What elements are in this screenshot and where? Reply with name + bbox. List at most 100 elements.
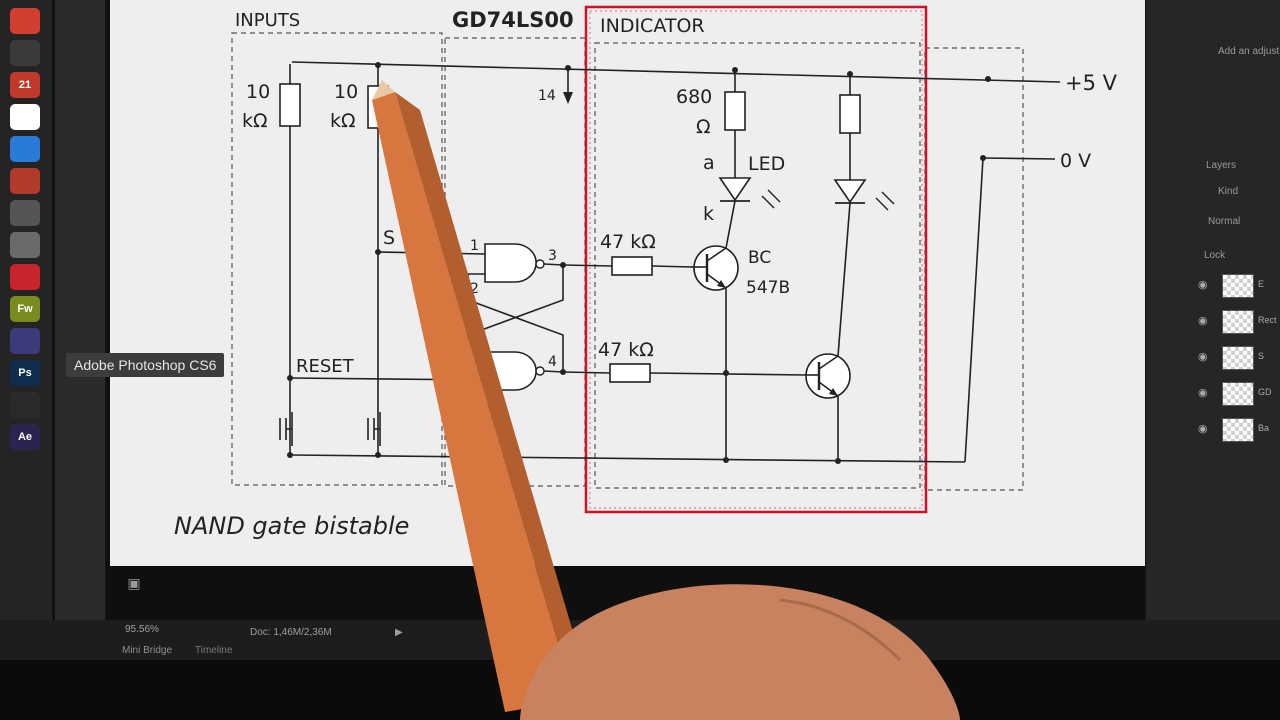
reset-pushbutton (279, 412, 293, 446)
layer-name: GD (1258, 387, 1272, 397)
document-icon[interactable] (10, 104, 40, 130)
pin14-label: 14 (538, 88, 556, 104)
indicator-label: INDICATOR (600, 15, 705, 37)
camera-icon[interactable] (10, 40, 40, 66)
acrobat-icon[interactable] (10, 264, 40, 290)
vzero-node (980, 155, 986, 161)
ground-rail (291, 454, 966, 463)
layer-name: E (1258, 279, 1265, 289)
photoshop-tooltip: Adobe Photoshop CS6 (66, 353, 225, 377)
kind-filter[interactable]: Kind (1218, 186, 1239, 197)
layer-name: Rect (1258, 315, 1277, 325)
reset-wire (289, 377, 486, 381)
fireworks-icon[interactable]: Fw (10, 296, 40, 322)
calendar-icon[interactable]: 21 (10, 72, 40, 98)
pin2-label: 2 (470, 281, 479, 297)
input-resistor-2 (367, 85, 389, 129)
set-label: S (383, 227, 395, 249)
transistor-1 (693, 245, 739, 291)
tools-panel: ✥ ⬚ ◌ ✦ ⌗ ✎ ✚ ✏ ⊥ ↺ ▱ ▤ ● ▭ ✋ ⌕ ◍ ▣ (55, 0, 153, 660)
vzero-label: 0 V (1060, 150, 1091, 172)
base-resistor-1-label: 47 kΩ (600, 231, 656, 253)
cathode-label: k (703, 203, 714, 225)
r2-value: 10 (334, 81, 358, 103)
layer-thumbnail (1222, 382, 1254, 406)
layers-panel: Add an adjust Layers Kind Normal Lock (1145, 0, 1280, 660)
base-resistor-2 (609, 363, 651, 383)
blend-mode-select[interactable]: Normal (1208, 216, 1241, 227)
status-menu-arrow-icon[interactable]: ▶ (395, 627, 403, 638)
visibility-eye-icon[interactable]: ◉ (1198, 315, 1208, 327)
circuit-schematic: INPUTS GD74LS00 INDICATOR 10 kΩ 10 kΩ 14… (174, 5, 1118, 540)
layer-thumbnail (1222, 310, 1254, 334)
layer-thumbnail (1222, 346, 1254, 370)
led-resistor-1 (724, 91, 746, 131)
visibility-eye-icon[interactable]: ◉ (1198, 423, 1208, 435)
chrome-icon[interactable] (10, 8, 40, 34)
vplus-label: +5 V (1065, 71, 1118, 95)
layer-row[interactable]: ◉ Rect (1190, 306, 1280, 338)
r3-value: 680 (676, 86, 712, 108)
transistor-type-line1: BC (748, 248, 771, 268)
firefox-icon[interactable] (10, 136, 40, 162)
layer-row[interactable]: ◉ Ba (1190, 414, 1280, 446)
layers-tab[interactable]: Layers (1206, 160, 1237, 171)
trash-icon[interactable] (10, 392, 40, 418)
settings-icon[interactable] (10, 232, 40, 258)
base-resistor-2-label: 47 kΩ (598, 339, 654, 361)
anode-label: a (703, 152, 715, 174)
layer-row[interactable]: ◉S (1190, 342, 1280, 374)
vplus-rail (291, 61, 1061, 83)
transistor-type-line2: 547B (746, 278, 790, 298)
visibility-eye-icon[interactable]: ◉ (1198, 351, 1208, 363)
document-canvas[interactable]: INPUTS GD74LS00 INDICATOR 10 kΩ 10 kΩ 14… (110, 0, 1145, 566)
led-2 (833, 179, 867, 204)
lock-label: Lock (1204, 250, 1226, 261)
nand-gate-2 (484, 351, 537, 391)
r1-value: 10 (246, 81, 270, 103)
photoshop-icon[interactable]: Ps (10, 360, 40, 386)
after-effects-icon[interactable]: Ae (10, 424, 40, 450)
flashlight-icon[interactable] (10, 168, 40, 194)
input-resistor-1 (279, 83, 301, 127)
visibility-eye-icon[interactable]: ◉ (1198, 387, 1208, 399)
chip-label: GD74LS00 (452, 8, 574, 32)
set-wire (377, 251, 486, 255)
adjustments-label: Add an adjust (1218, 46, 1280, 57)
inputs-label: INPUTS (235, 10, 300, 31)
transistor-2 (805, 353, 851, 399)
layer-name: Ba (1258, 423, 1270, 433)
screen-mode-icon[interactable]: ▣ (127, 574, 141, 591)
vzero-lead (982, 157, 1056, 160)
indesign-icon[interactable] (10, 328, 40, 354)
layer-thumbnail (1222, 274, 1254, 298)
pin1-label: 1 (470, 238, 479, 254)
r2-unit: kΩ (330, 110, 356, 132)
led-label: LED (748, 153, 785, 175)
base-resistor-1 (611, 256, 653, 276)
ground-riser (964, 157, 984, 463)
monitor-bezel (0, 660, 1280, 720)
zoom-level[interactable]: 95.56% (125, 624, 159, 635)
layer-row[interactable]: ◉ GD (1190, 378, 1280, 410)
pin4-label: 4 (548, 354, 557, 370)
indicator-inner-dotted (589, 10, 923, 509)
visibility-eye-icon[interactable]: ◉ (1198, 279, 1208, 291)
vplus-node (985, 76, 991, 82)
reset-label: RESET (296, 356, 355, 377)
pin3-label: 3 (548, 248, 557, 264)
photos-icon[interactable] (10, 200, 40, 226)
caption: NAND gate bistable (174, 512, 409, 540)
led-resistor-2 (839, 94, 861, 134)
layer-name: S (1258, 351, 1265, 361)
r3-unit: Ω (696, 116, 711, 138)
nand-gate-1 (484, 243, 537, 283)
layer-row[interactable]: ◉E (1190, 270, 1280, 302)
status-bar (0, 620, 1280, 665)
supply-box (924, 47, 1024, 491)
doc-size: Doc: 1,46M/2,36M (250, 627, 332, 638)
tab-mini-bridge[interactable]: Mini Bridge (122, 645, 173, 656)
layer-thumbnail (1222, 418, 1254, 442)
tab-timeline[interactable]: Timeline (195, 645, 233, 656)
